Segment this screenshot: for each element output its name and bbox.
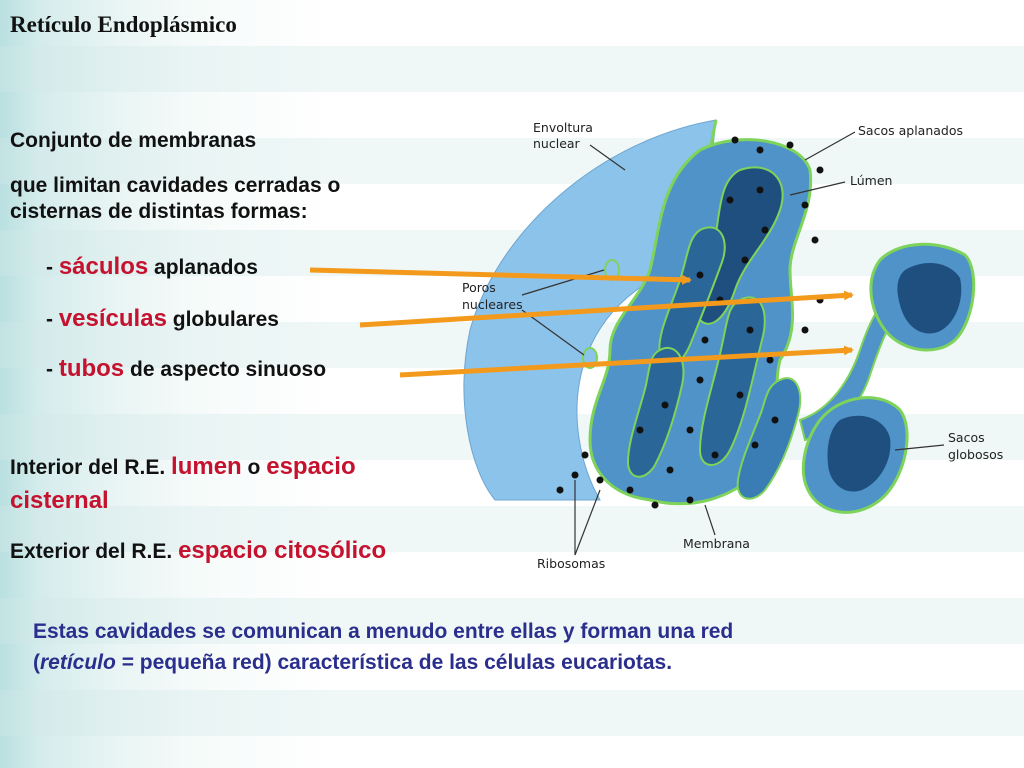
label-sacos-globosos-1: Sacos [948,430,985,445]
label-sacos-aplanados: Sacos aplanados [858,123,963,138]
item-saculos: - sáculos aplanados [46,254,258,281]
bottom-reticulo: retículo [40,651,116,674]
exterior-line: Exterior del R.E. espacio citosólico [10,538,386,565]
exterior-term: espacio citosólico [178,537,387,564]
item-prefix: - [46,358,59,381]
item-key: vesículas [58,305,167,332]
item-key: tubos [58,355,125,382]
item-prefix: - [46,308,59,331]
label-poros-2: nucleares [462,297,523,312]
bottom-line-2: (retículo = pequeña red) característica … [33,648,672,678]
interior-middle: o [241,456,267,479]
item-tubos: - tubos de aspecto sinuoso [46,356,326,383]
interior-line: Interior del R.E. lumen o espacio [10,454,356,481]
label-envoltura-2: nuclear [533,136,581,151]
arrow-tubos [399,345,854,378]
item-key: sáculos [58,253,149,280]
item-vesiculas: - vesículas globulares [46,306,279,333]
bottom-line-1: Estas cavidades se comunican a menudo en… [33,620,734,643]
item-rest: globulares [166,308,279,331]
label-poros-1: Poros [462,280,496,295]
label-lumen: Lúmen [850,173,892,188]
arrow-vesiculas [359,290,854,328]
pointer-arrows [309,267,854,378]
item-rest: aplanados [148,256,258,279]
intro-line-2: que limitan cavidades cerradas o [10,174,341,197]
bottom-open-paren: ( [33,651,40,674]
intro-line-1: Conjunto de membranas [10,129,257,152]
label-ribosomas: Ribosomas [537,556,605,571]
slide-title: Retículo Endoplásmico [10,12,237,37]
interior-term1: lumen [171,453,242,480]
label-sacos-globosos-2: globosos [948,447,1003,462]
exterior-prefix: Exterior del R.E. [10,540,179,563]
er-tube-1 [698,296,766,466]
arrow-saculos [309,267,692,285]
interior-term2b: cisternal [10,487,109,514]
interior-prefix: Interior del R.E. [10,456,172,479]
globular-sac-top-inner [897,263,962,334]
ribosome-dots [556,136,824,509]
label-membrana: Membrana [683,536,750,551]
bottom-rest: = pequeña red) característica de las cél… [115,651,673,674]
globular-sac-bottom-inner [827,415,891,492]
item-prefix: - [46,256,59,279]
interior-term2: espacio [266,453,356,480]
label-envoltura-1: Envoltura [533,120,593,135]
er-tube-2 [626,347,685,478]
item-rest: de aspecto sinuoso [124,358,327,381]
label-leaders [521,131,945,556]
intro-line-3: cisternas de distintas formas: [10,200,308,223]
er-tube-3 [736,377,802,500]
